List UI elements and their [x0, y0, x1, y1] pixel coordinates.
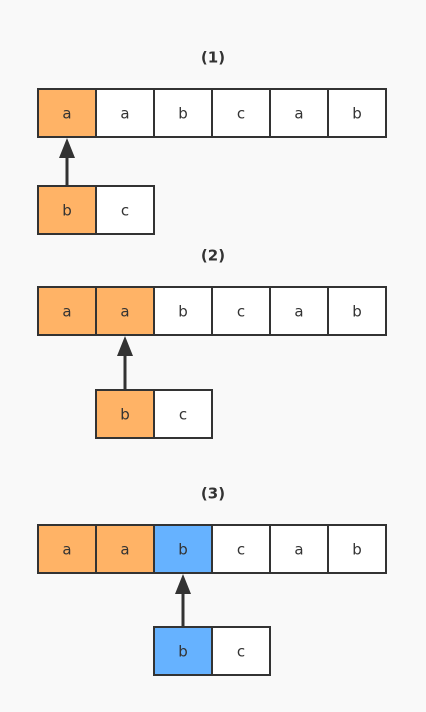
- text-cell-box: [37, 286, 97, 336]
- text-cell-char: a: [62, 541, 71, 559]
- text-cell: a: [95, 524, 155, 574]
- text-cell: b: [327, 88, 387, 138]
- text-cell-box: [211, 524, 271, 574]
- text-cell: b: [153, 88, 213, 138]
- arrow-head: [117, 336, 133, 356]
- pattern-cell-char: c: [121, 202, 129, 220]
- pattern-cell: b: [153, 626, 213, 676]
- text-cell-char: b: [352, 541, 362, 559]
- text-cell-box: [327, 286, 387, 336]
- arrow-head: [59, 138, 75, 158]
- text-cell-box: [327, 88, 387, 138]
- step-label: (1): [201, 49, 225, 67]
- text-cell: b: [327, 524, 387, 574]
- text-cell-char: a: [294, 303, 303, 321]
- text-cell-char: a: [120, 541, 129, 559]
- pattern-cell-char: b: [120, 406, 130, 424]
- text-cell-char: a: [294, 541, 303, 559]
- pattern-cell: b: [37, 185, 97, 235]
- pattern-cell: c: [211, 626, 271, 676]
- pattern-cell-char: c: [237, 643, 245, 661]
- text-cell-char: c: [237, 105, 245, 123]
- text-cell-box: [37, 524, 97, 574]
- text-cell-char: a: [120, 303, 129, 321]
- text-cell: b: [153, 286, 213, 336]
- text-cell: a: [37, 286, 97, 336]
- text-cell-char: a: [62, 303, 71, 321]
- text-cell-box: [269, 88, 329, 138]
- pattern-cell-char: b: [178, 643, 188, 661]
- pattern-cell: b: [95, 389, 155, 439]
- text-cell: a: [95, 88, 155, 138]
- compare-arrow: [117, 336, 133, 389]
- pattern-cell-char: c: [179, 406, 187, 424]
- text-cell: a: [95, 286, 155, 336]
- text-cell: b: [153, 524, 213, 574]
- text-cell-box: [327, 524, 387, 574]
- text-cell: a: [37, 88, 97, 138]
- pattern-cell-box: [153, 389, 213, 439]
- text-cell-char: b: [352, 303, 362, 321]
- text-cell: c: [211, 524, 271, 574]
- pattern-cell-box: [37, 185, 97, 235]
- text-cell-char: b: [178, 541, 188, 559]
- text-cell: c: [211, 88, 271, 138]
- text-cell: c: [211, 286, 271, 336]
- text-cell: a: [269, 88, 329, 138]
- text-cell: a: [269, 286, 329, 336]
- text-cell: b: [327, 286, 387, 336]
- text-cell-box: [95, 286, 155, 336]
- text-cell-box: [153, 88, 213, 138]
- pattern-cell: c: [153, 389, 213, 439]
- text-cell: a: [269, 524, 329, 574]
- pattern-cell-box: [95, 389, 155, 439]
- text-cell-char: b: [352, 105, 362, 123]
- text-cell: a: [37, 524, 97, 574]
- text-cell-char: b: [178, 105, 188, 123]
- text-cell-char: c: [237, 303, 245, 321]
- pattern-cell-box: [153, 626, 213, 676]
- pattern-cell-box: [211, 626, 271, 676]
- text-cell-char: a: [62, 105, 71, 123]
- step-label: (2): [201, 247, 225, 265]
- compare-arrow: [59, 138, 75, 185]
- text-cell-box: [37, 88, 97, 138]
- pattern-cell: c: [95, 185, 155, 235]
- text-cell-box: [153, 286, 213, 336]
- text-cell-box: [95, 88, 155, 138]
- compare-arrow: [175, 574, 191, 626]
- pattern-cell-box: [95, 185, 155, 235]
- text-cell-char: b: [178, 303, 188, 321]
- step-label: (3): [201, 485, 225, 503]
- text-cell-box: [269, 524, 329, 574]
- text-cell-char: a: [294, 105, 303, 123]
- pattern-cell-char: b: [62, 202, 72, 220]
- text-cell-char: c: [237, 541, 245, 559]
- arrow-head: [175, 574, 191, 594]
- text-cell-char: a: [120, 105, 129, 123]
